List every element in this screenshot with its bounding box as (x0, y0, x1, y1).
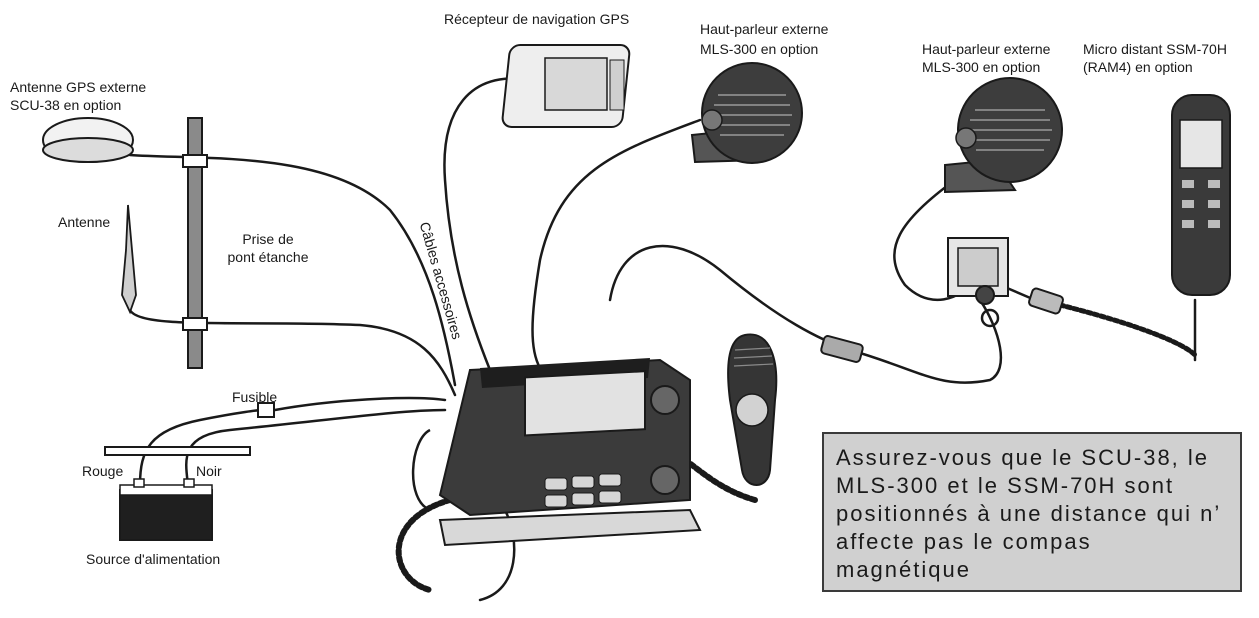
antenna-shape (122, 205, 136, 312)
gps-antenna-cable (130, 155, 455, 385)
label-gps-receiver: Récepteur de navigation GPS (444, 10, 629, 28)
label-gps-antenna-line2: SCU-38 en option (10, 96, 121, 114)
speaker2-shape (945, 78, 1062, 192)
bottom-coil (399, 500, 450, 590)
label-antenna: Antenne (58, 213, 110, 231)
label-black: Noir (196, 462, 222, 480)
extension-plug (820, 335, 863, 363)
speaker1-cable (533, 120, 701, 368)
label-gps-antenna-line1: Antenne GPS externe (10, 78, 146, 96)
label-power-source: Source d'alimentation (86, 550, 220, 568)
remote-mic-shape (1172, 95, 1230, 295)
extension-cable (610, 246, 1001, 383)
handset-mic-shape (728, 334, 776, 485)
socket-plate (948, 238, 1008, 326)
label-speaker2-line1: Haut-parleur externe (922, 40, 1050, 58)
label-speaker1-line2: MLS-300 en option (700, 40, 818, 58)
radio-unit-shape (413, 358, 700, 545)
label-fuse: Fusible (232, 388, 277, 406)
gps-receiver-shape (502, 45, 631, 127)
label-deck-plug-line2: pont étanche (218, 248, 318, 266)
label-mic-line2: (RAM4) en option (1083, 58, 1193, 76)
antenna-cable (130, 310, 455, 395)
mic-plug (1028, 287, 1064, 314)
label-mic-line1: Micro distant SSM-70H (1083, 40, 1227, 58)
warning-note: Assurez-vous que le SCU-38, le MLS-300 e… (822, 432, 1242, 592)
label-speaker1-line1: Haut-parleur externe (700, 20, 828, 38)
terminal-bar (105, 447, 250, 455)
label-red: Rouge (82, 462, 123, 480)
label-deck-plug-line1: Prise de (218, 230, 318, 248)
label-speaker2-line2: MLS-300 en option (922, 58, 1040, 76)
speaker1-shape (692, 63, 802, 163)
mic-coil (1060, 305, 1195, 355)
battery-shape (120, 479, 212, 540)
